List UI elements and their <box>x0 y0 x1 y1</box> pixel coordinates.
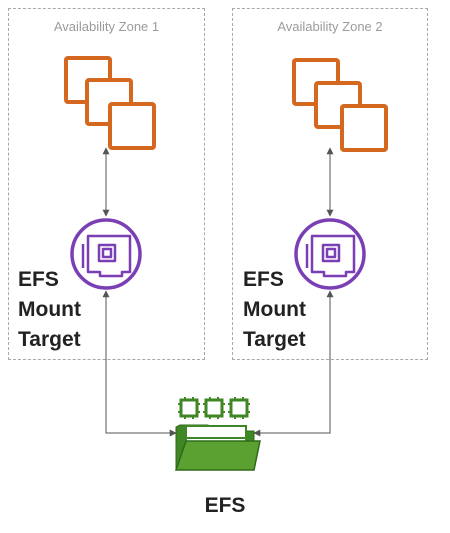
efs-mount-target-icon <box>70 218 142 290</box>
efs-label: EFS <box>204 494 246 517</box>
ec2-instances-icon <box>64 56 156 150</box>
connector-zone1-mount-efs <box>102 290 177 437</box>
mount-target-label-zone-2: EFS Mount Target <box>243 265 306 355</box>
mount-target-label-line: Target <box>243 328 306 351</box>
mount-target-label-line: Target <box>18 328 81 351</box>
efs-mount-target-icon <box>294 218 366 290</box>
availability-zone-2-label: Availability Zone 2 <box>277 19 383 34</box>
ec2-instances-icon <box>292 58 388 152</box>
mount-target-label-line: Mount <box>18 298 81 321</box>
mount-target-label-zone-1: EFS Mount Target <box>18 265 81 355</box>
availability-zone-1-label: Availability Zone 1 <box>53 19 160 34</box>
efs-file-system-icon <box>174 397 261 471</box>
connector-zone2-mount-efs <box>253 290 334 437</box>
mount-target-label-line: Mount <box>243 298 306 321</box>
mount-target-label-line: EFS <box>18 268 59 291</box>
mount-target-label-line: EFS <box>243 268 284 291</box>
